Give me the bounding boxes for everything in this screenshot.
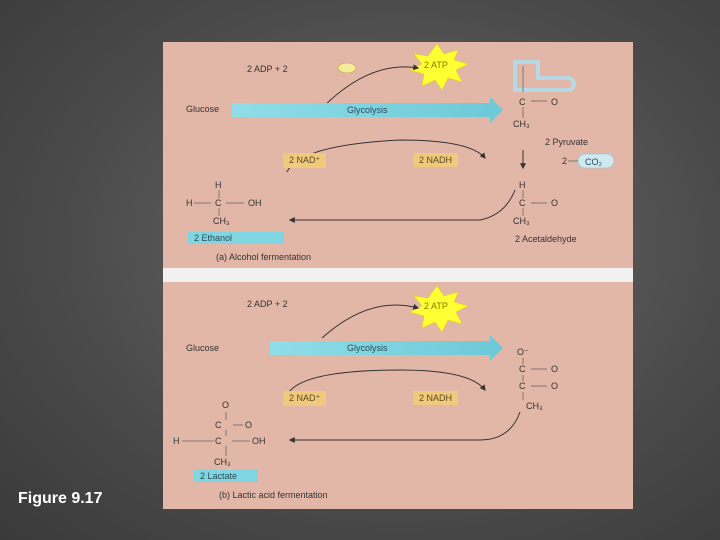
phosphate-a [337, 62, 357, 74]
caption-a: (a) Alcohol fermentation [216, 252, 312, 262]
acetaldehyde-label: 2 Acetaldehyde [515, 234, 577, 244]
atom-h-eth-left: H [186, 198, 193, 208]
atom-c-pyr-1: C [519, 97, 526, 107]
atom-c-lac-2: C [215, 436, 222, 446]
glucose-label-a: Glucose [186, 104, 220, 114]
atom-c-pyr-b2: C [519, 381, 526, 391]
nad-plus-box-a: 2 NAD⁺ [283, 153, 327, 168]
atom-ch3-pyr: CH₃ [513, 119, 530, 129]
pyruvate-shape [513, 60, 576, 92]
co2-count: 2 [562, 156, 568, 166]
nad-cycle-arrow-b [286, 369, 486, 396]
glycolysis-arrow-b [270, 335, 503, 361]
nadh-return-arrow-b [288, 411, 521, 443]
atom-oh-lac: OH [252, 436, 266, 446]
adp-label-a: 2 ADP + 2 [247, 64, 288, 74]
atom-h-eth-top: H [215, 180, 222, 190]
atom-o-minus-pyr: O⁻ [517, 347, 529, 357]
atp-arrow-a [321, 64, 420, 109]
atom-ch3-eth: CH₃ [213, 216, 230, 226]
glycolysis-label-a: Glycolysis [347, 105, 388, 115]
atp-label-b: 2 ATP [424, 301, 448, 311]
atom-o-ace: O [551, 198, 559, 208]
atom-c-ace: C [519, 198, 526, 208]
atom-c-lac-1: C [215, 420, 222, 430]
atom-h-lac: H [173, 436, 180, 446]
lactate-label: 2 Lactate [194, 470, 258, 482]
ethanol-label: 2 Ethanol [188, 232, 284, 244]
atom-o-pyr-b1: O [551, 364, 559, 374]
nadh-box-a: 2 NADH [413, 153, 459, 167]
atom-ch3-ace: CH₃ [513, 216, 530, 226]
atom-ch3-lac: CH₃ [214, 457, 231, 467]
nadh-return-arrow-a [288, 189, 516, 223]
atp-label-a: 2 ATP [424, 60, 448, 70]
adp-label-b: 2 ADP + 2 [247, 299, 288, 309]
atom-h-ace: H [519, 180, 526, 190]
atom-c-pyr-b1: C [519, 364, 526, 374]
glucose-label-b: Glucose [186, 343, 220, 353]
co2-label: CO₂ [585, 157, 602, 167]
caption-b: (b) Lactic acid fermentation [219, 490, 328, 500]
nad-plus-box-b: 2 NAD⁺ [283, 391, 327, 406]
atom-ch3-pyr-b: CH₃ [526, 401, 543, 411]
glycolysis-arrow-a [232, 97, 503, 123]
atom-c-eth: C [215, 198, 222, 208]
pyruvate-label: 2 Pyruvate [545, 137, 589, 147]
atom-oh-eth: OH [248, 198, 262, 208]
glycolysis-label-b: Glycolysis [347, 343, 388, 353]
atp-burst-a [409, 43, 469, 91]
atp-arrow-b [321, 303, 420, 339]
atom-o-pyr-b2: O [551, 381, 559, 391]
atp-burst-b [409, 285, 469, 333]
atom-o-lac-right: O [245, 420, 253, 430]
figure-label: Figure 9.17 [18, 490, 103, 507]
panel-divider [163, 268, 633, 282]
nadh-box-b: 2 NADH [413, 391, 459, 405]
atom-o-lac-top: O [222, 400, 230, 410]
atom-o-pyr-1: O [551, 97, 559, 107]
